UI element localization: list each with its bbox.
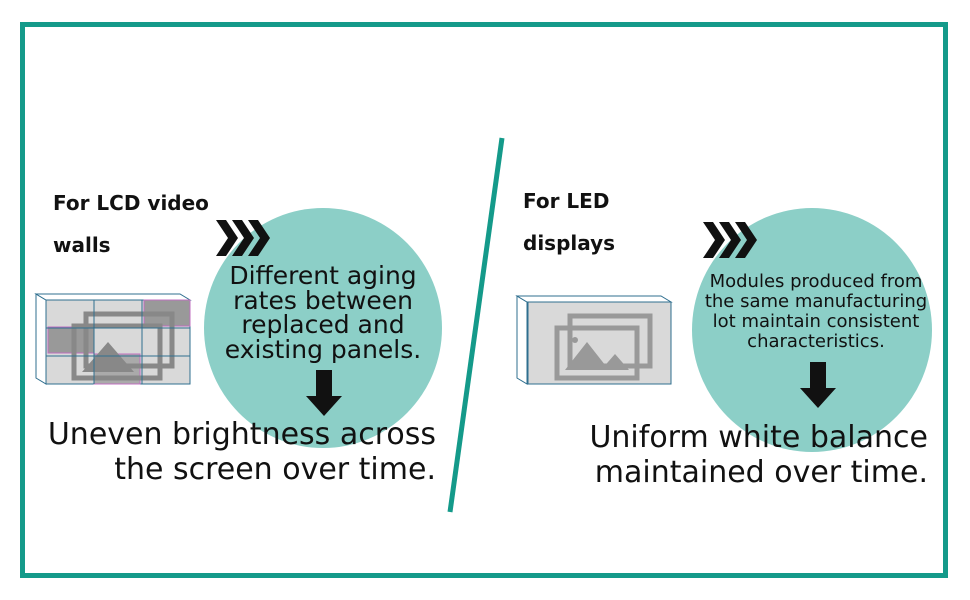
result-line: Uneven brightness across [47,417,436,452]
lcd-cause-text: Different aging rates between replaced a… [212,261,434,364]
led-result-text: Uniform white balance maintained over ti… [530,420,928,490]
lcd-heading: For LCD video walls [53,182,209,266]
cause-line: characteristics. [747,331,885,353]
cause-line: replaced and [241,310,405,339]
down-arrow-icon [306,370,342,416]
led-display-illustration [515,295,673,385]
lcd-heading-line2: walls [53,233,111,257]
cause-line: lot maintain consistent [712,311,920,333]
lcd-result-text: Uneven brightness across the screen over… [40,417,436,487]
lcd-video-wall-illustration [34,293,192,385]
chevrons-icon [216,220,270,256]
lcd-heading-line1: For LCD video [53,191,209,215]
cause-line: the same manufacturing [704,291,928,313]
result-line: maintained over time. [594,455,928,490]
diagram-frame [20,22,948,578]
cause-line: rates between [233,285,413,315]
result-line: the screen over time. [114,452,436,487]
cause-line: Different aging [229,261,417,290]
result-line: Uniform white balance [589,420,928,455]
cause-line: existing panels. [224,334,422,364]
led-cause-text: Modules produced from the same manufactu… [694,271,938,353]
down-arrow-icon [800,362,836,408]
led-heading-line2: displays [523,231,616,255]
chevrons-icon [703,222,757,258]
led-heading: For LED displays [523,180,615,264]
led-heading-line1: For LED [523,189,610,213]
cause-line: Modules produced from [709,271,923,292]
